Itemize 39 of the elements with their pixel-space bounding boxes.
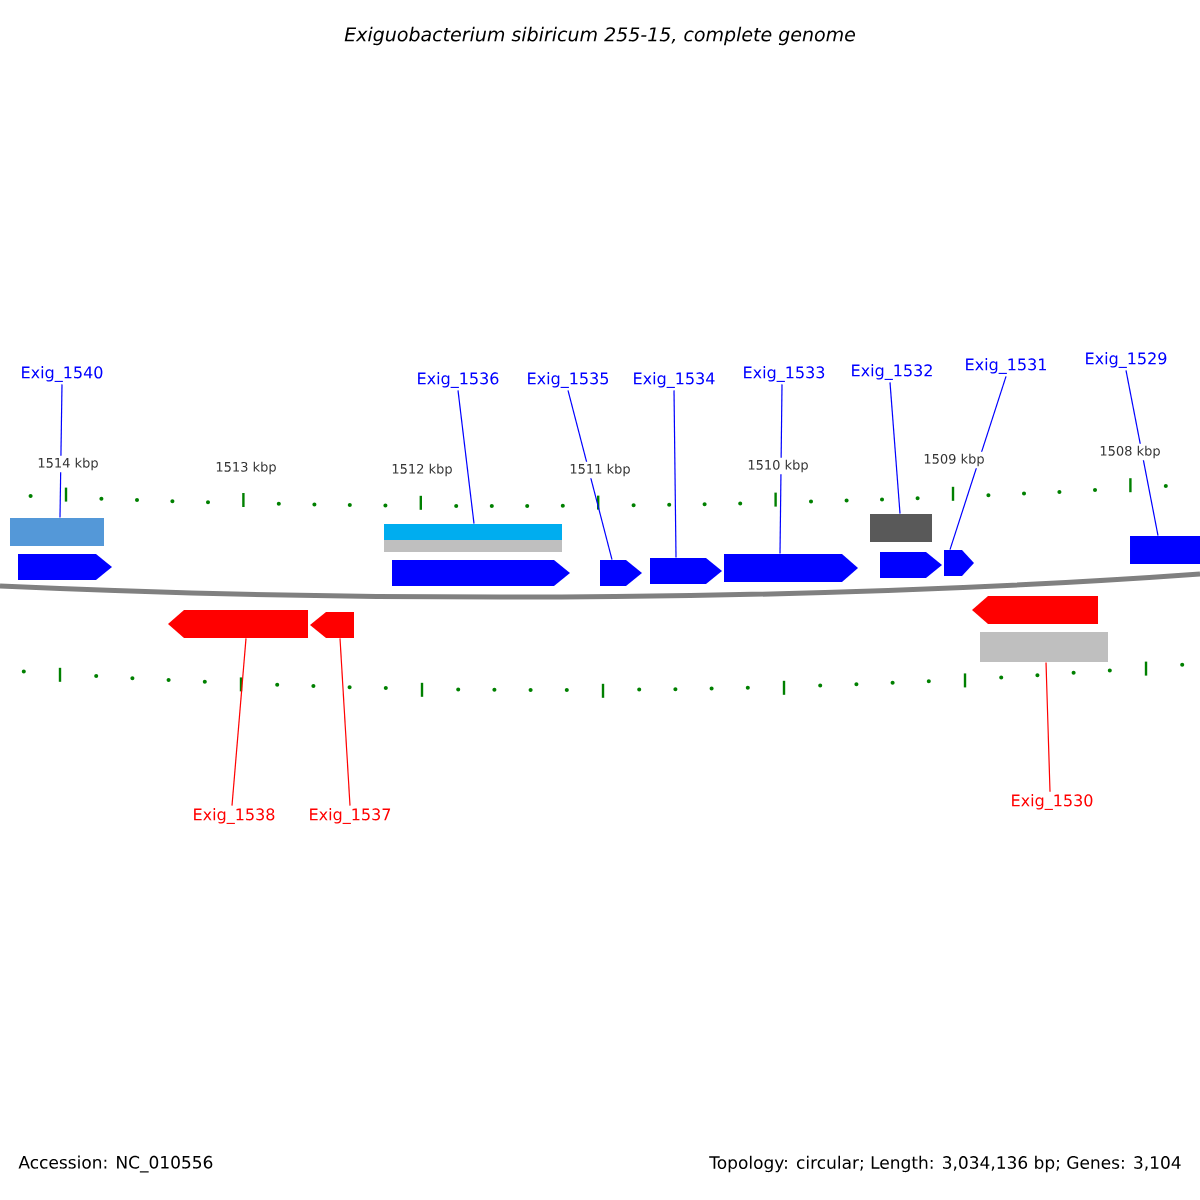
gene-feature [18,554,112,580]
gene-bar [384,540,562,552]
leader-line [59,383,63,519]
gene-feature [972,596,1098,624]
gene-feature [600,560,642,586]
gene-bar [980,632,1108,662]
gene-bar [870,514,932,542]
footer-text: Accession: NC_010556 [18,1155,213,1173]
gene-feature [310,612,354,638]
gene-label: Exig_1536 [418,372,499,388]
gene-label: Exig_1540 [22,366,103,382]
gene-feature [650,558,722,584]
gene-feature [724,554,858,582]
leader-line [673,389,677,559]
gene-label: Exig_1538 [194,808,275,824]
gene-label: Exig_1530 [1012,794,1093,810]
footer-text: Topology: circular; Length: 3,034,136 bp; Genes: 3,104 [709,1155,1181,1173]
leader-line [339,637,351,807]
leader-line [779,383,783,555]
gene-feature [944,550,974,576]
leader-line [1125,369,1159,537]
title: Exiguobacterium sibiricum 255-15, complete genome [344,26,855,46]
gene-bar [10,518,104,546]
gene-label: Exig_1532 [852,364,932,380]
leader-line [567,389,613,561]
leader-line [1045,661,1051,793]
gene-feature [880,552,942,578]
gene-label: Exig_1533 [744,366,825,382]
leader-line [949,375,1007,551]
gene-label: Exig_1537 [310,808,391,824]
gene-label: Exig_1534 [634,372,715,388]
gene-feature [1130,536,1200,564]
gene-label: Exig_1535 [528,372,609,388]
gene-feature [392,560,570,586]
gene-bar [384,524,562,540]
gene-label: Exig_1529 [1086,352,1167,368]
gene-label: Exig_1531 [966,358,1046,374]
gene-feature [168,610,308,638]
leader-line [231,637,247,807]
